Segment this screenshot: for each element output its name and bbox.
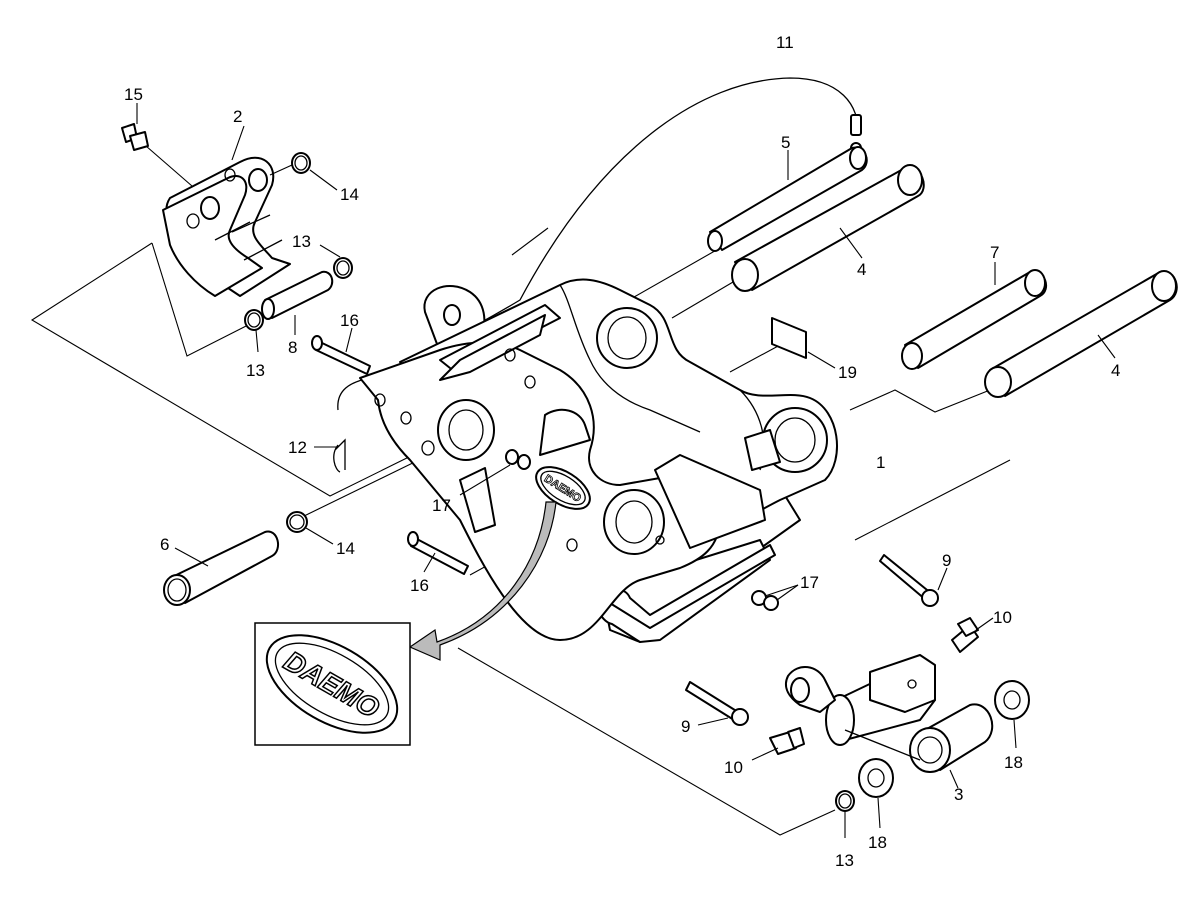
decal-19	[771, 317, 836, 369]
hook-bracket	[162, 125, 291, 297]
lynch-pin-12	[314, 438, 346, 473]
callout-14-bottom: 14	[336, 539, 355, 558]
callout-16-bottom: 16	[410, 576, 429, 595]
callout-12: 12	[288, 438, 307, 457]
zoom-arrow	[408, 501, 557, 661]
callout-4-upper: 4	[857, 260, 866, 279]
callout-18-right: 18	[1004, 753, 1023, 772]
callout-13-mid: 13	[246, 361, 265, 380]
callout-1: 1	[876, 453, 885, 472]
fittings-10	[751, 617, 994, 761]
callout-5: 5	[781, 133, 790, 152]
callout-10-left: 10	[724, 758, 743, 777]
pin-8	[261, 270, 334, 335]
main-coupler-frame: DAEMO	[359, 278, 838, 643]
callout-13-bottom: 13	[835, 851, 854, 870]
callout-7: 7	[990, 243, 999, 262]
callout-9-left: 9	[681, 717, 690, 736]
callout-8: 8	[288, 338, 297, 357]
callout-2: 2	[233, 107, 242, 126]
callout-9-right: 9	[942, 551, 951, 570]
callout-17-right: 17	[800, 573, 819, 592]
o-rings-14	[269, 152, 338, 545]
logo-detail-box: DAEMO	[254, 622, 411, 746]
bolts-16	[311, 327, 469, 575]
spacers-18	[858, 680, 1030, 829]
callout-6: 6	[160, 535, 169, 554]
callout-14-top: 14	[340, 185, 359, 204]
pin-4-upper	[731, 164, 925, 292]
pin-7	[901, 262, 1048, 370]
callout-10-right: 10	[993, 608, 1012, 627]
pin-5	[707, 146, 868, 252]
callout-3: 3	[954, 785, 963, 804]
callout-17-left: 17	[432, 496, 451, 515]
callout-11: 11	[776, 33, 794, 52]
snap-rings-13	[244, 244, 855, 838]
pin-6	[163, 530, 280, 606]
bolts-9	[685, 554, 948, 726]
callout-18-bottom: 18	[868, 833, 887, 852]
grease-nipple	[121, 103, 193, 187]
callout-19: 19	[838, 363, 857, 382]
callout-labels: 1 2 3 4 4 5 6 7 8 9 9 10 10 11 12 13 13 …	[124, 33, 1120, 870]
callout-16-top: 16	[340, 311, 359, 330]
callout-4-lower: 4	[1111, 361, 1120, 380]
cylinder-3	[784, 654, 994, 789]
callout-15: 15	[124, 85, 143, 104]
pin-4-lower	[984, 270, 1178, 398]
nuts-17	[459, 449, 799, 611]
callout-13-top: 13	[292, 232, 311, 251]
